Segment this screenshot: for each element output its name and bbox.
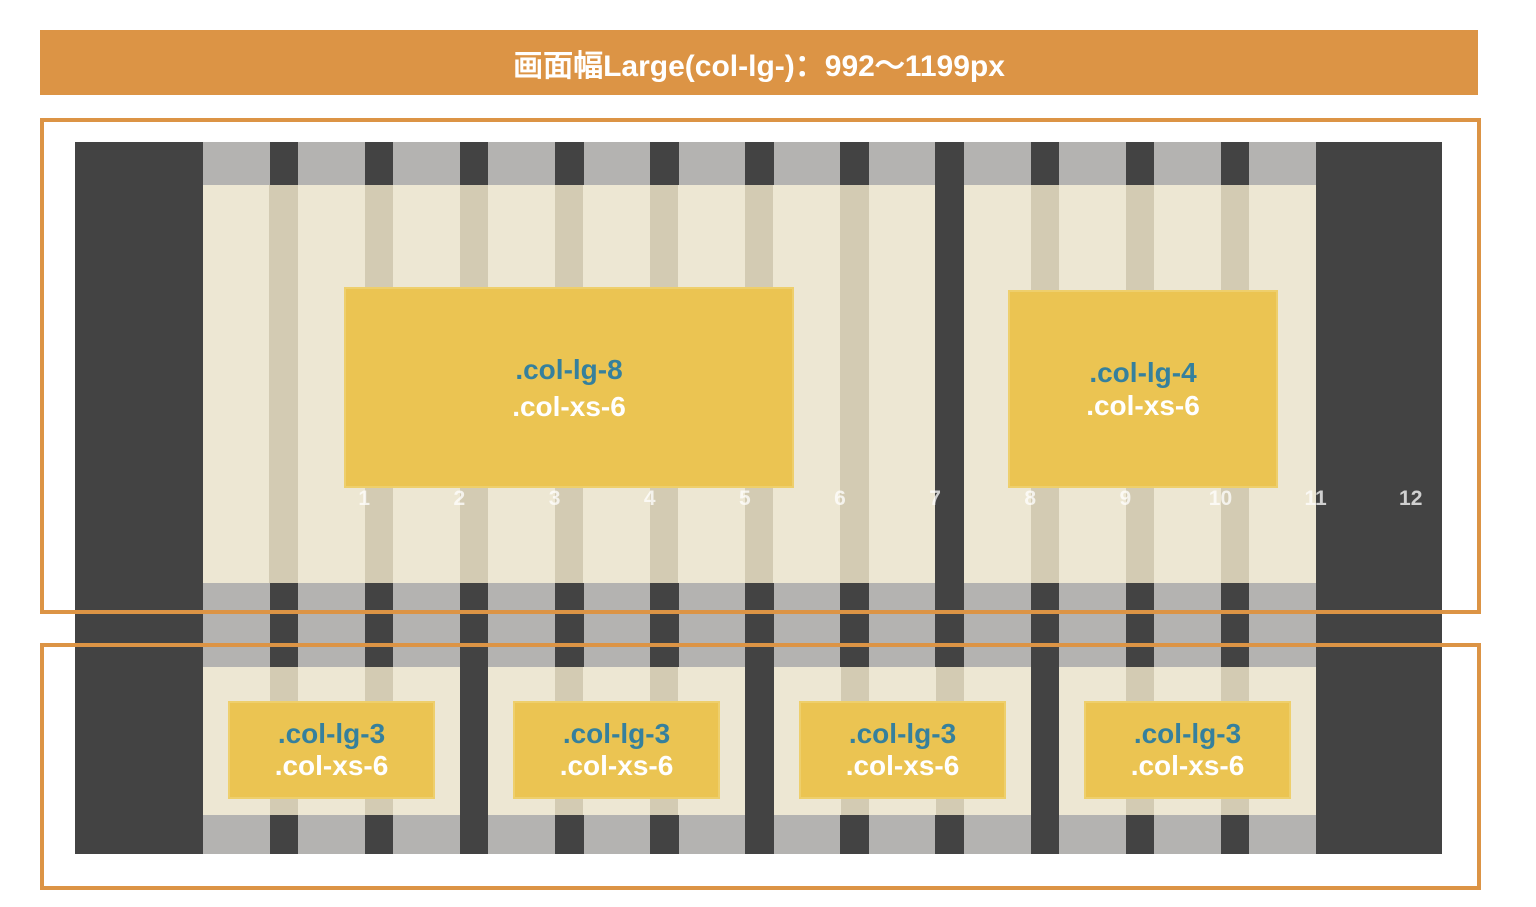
col-lg-3-label: .col-lg-3: [848, 718, 957, 749]
grid-cell: [773, 583, 841, 667]
grid-cell: [1154, 142, 1221, 185]
grid-cell: [868, 142, 936, 185]
column-number: 2: [453, 487, 466, 510]
row-2-outline-frame: [40, 643, 1481, 890]
col-lg-3-label: .col-lg-3: [562, 718, 671, 749]
grid-cell: [298, 583, 365, 667]
column-number: 12: [1399, 487, 1423, 510]
grid-cell: [203, 142, 270, 185]
col-lg-4-label: .col-lg-4: [1089, 357, 1197, 388]
content-box-col-lg-4: .col-lg-4 .col-xs-6: [1008, 290, 1278, 488]
grid-cell: [678, 583, 746, 667]
content-box-col-lg-3-4: .col-lg-3 .col-xs-6: [1084, 701, 1291, 799]
col-xs-6-label: .col-xs-6: [512, 390, 626, 422]
content-box-col-lg-3-1: .col-lg-3 .col-xs-6: [228, 701, 435, 799]
column-number: 1: [358, 487, 371, 510]
grid-cell: [203, 583, 270, 667]
grid-cell: [203, 815, 270, 854]
grid-cell: [583, 142, 651, 185]
grid-cell: [678, 142, 746, 185]
grid-cell: [1249, 815, 1316, 854]
grid-cell: [964, 815, 1031, 854]
col-lg-8-label: .col-lg-8: [515, 353, 623, 385]
grid-cell: [583, 815, 651, 854]
col-xs-6-label: .col-xs-6: [274, 750, 389, 781]
column-number: 10: [1208, 487, 1233, 510]
column-number: 4: [643, 487, 656, 510]
content-box-col-lg-3-3: .col-lg-3 .col-xs-6: [799, 701, 1006, 799]
col-lg-3-label: .col-lg-3: [1133, 718, 1242, 749]
col-xs-6-label: .col-xs-6: [1086, 390, 1200, 421]
grid-cell: [393, 142, 460, 185]
grid-cell: [203, 185, 270, 583]
grid-cell: [1059, 815, 1126, 854]
col-xs-6-label: .col-xs-6: [559, 750, 674, 781]
row-1-outline-frame: [40, 118, 1481, 614]
reference-grid-strip-top: [203, 142, 1316, 185]
grid-cell: [1059, 142, 1126, 185]
grid-cell: [1059, 583, 1126, 667]
grid-row-2: .col-lg-3 .col-xs-6 .col-lg-3 .col-xs-6 …: [203, 667, 1316, 815]
col-xs-6-label: .col-xs-6: [845, 750, 960, 781]
grid-cell: [488, 142, 555, 185]
content-box-col-lg-8: .col-lg-8 .col-xs-6: [344, 287, 794, 488]
grid-cell: [1154, 815, 1221, 854]
col-lg-3-label: .col-lg-3: [277, 718, 386, 749]
grid-cell: [583, 583, 651, 667]
viewport-background: .col-lg-8 .col-xs-6 .col-lg-4 .col-xs-6 …: [75, 142, 1442, 854]
diagram-title-bar: 画面幅Large(col-lg-)：992〜1199px: [40, 30, 1478, 95]
grid-cell: [773, 142, 841, 185]
grid-cell: [868, 583, 936, 667]
grid-cell: [298, 815, 365, 854]
grid-cell: [1249, 583, 1316, 667]
reference-grid-strip-middle: [203, 583, 1316, 667]
grid-cell: [868, 815, 936, 854]
grid-cell: [678, 815, 746, 854]
column-number: 7: [929, 487, 941, 510]
col-xs-6-label: .col-xs-6: [1130, 750, 1245, 781]
column-number-row: 1 2 3 4 5 6 7 8 9 10 11 12: [331, 480, 1444, 518]
column-number: 6: [834, 487, 846, 510]
grid-cell: [1154, 583, 1221, 667]
column-number: 8: [1024, 487, 1037, 510]
grid-cell: [393, 583, 460, 667]
grid-cell: [868, 185, 935, 583]
diagram-title: 画面幅Large(col-lg-)：992〜1199px: [513, 49, 1005, 83]
grid-row-1: .col-lg-8 .col-xs-6 .col-lg-4 .col-xs-6 …: [203, 185, 1422, 583]
content-box-col-lg-3-2: .col-lg-3 .col-xs-6: [513, 701, 720, 799]
grid-cell: [1249, 142, 1316, 185]
column-number: 5: [738, 487, 751, 510]
grid-cell: [964, 583, 1031, 667]
grid-cell: [488, 815, 555, 854]
grid-cell: [393, 815, 460, 854]
column-number: 3: [548, 487, 561, 510]
reference-grid-strip-bottom: [203, 815, 1316, 854]
grid-cell: [298, 142, 365, 185]
grid-cell: [488, 583, 555, 667]
grid-cell: [964, 142, 1031, 185]
grid-cell: [773, 815, 841, 854]
column-number: 9: [1119, 487, 1132, 510]
column-number: 11: [1304, 487, 1327, 510]
